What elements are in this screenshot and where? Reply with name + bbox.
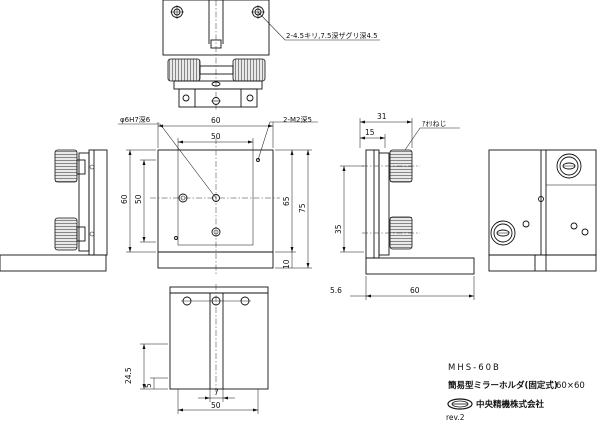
- bottom-view: 24.5 5 7 50: [124, 284, 269, 414]
- front-view: 60 50 60 50 65 75 10: [118, 115, 318, 275]
- tap-hole-upper: [256, 158, 260, 162]
- rear-plate-outline: [488, 149, 597, 256]
- counterbore-hole-left: [170, 5, 184, 19]
- dim-side-depth: 31: [377, 112, 387, 121]
- product-name: 簡易型ミラーホルダ(固定式): [448, 380, 558, 391]
- dim-front-total-height: 75: [298, 203, 307, 213]
- dim-front-inner-height: 50: [134, 194, 143, 204]
- dim-bottom-slot: 7: [214, 388, 219, 397]
- dim-front-plate-height: 65: [282, 196, 291, 206]
- title-block: MHS-60B 簡易型ミラーホルダ(固定式) 60×60 中央精機株式会社 re…: [446, 363, 585, 422]
- dim-front-base-height: 10: [282, 259, 291, 269]
- right-side-view: 31 15 35 60 5.6 ｱｵﾘねじ: [330, 112, 475, 300]
- front-plate-outline: [157, 149, 274, 269]
- tap-hole-lower: [174, 236, 178, 240]
- dim-side-screw-pitch: 35: [334, 224, 343, 234]
- top-view: 2-4.5キリ,7.5深ザグリ深4.5: [162, 0, 380, 110]
- mount-hole-bottom: [211, 227, 221, 237]
- revision: rev.2: [446, 413, 465, 422]
- company-logo: [447, 398, 473, 410]
- dim-front-width: 60: [211, 116, 221, 125]
- mount-hole-left: [178, 193, 188, 203]
- dim-bottom-edge: 5: [144, 383, 153, 388]
- bottom-outline: [169, 286, 269, 390]
- note-tap-holes: 2-M2深5: [283, 115, 312, 124]
- dim-front-height: 60: [120, 194, 129, 204]
- product-size: 60×60: [556, 381, 585, 391]
- dim-front-inner-width: 50: [211, 132, 221, 141]
- dim-bottom-offset: 24.5: [124, 367, 133, 384]
- rear-adjust-screw-upper: [556, 153, 582, 179]
- pin-hole: [212, 194, 220, 202]
- note-counterbore-holes: 2-4.5キリ,7.5深ザグリ深4.5: [286, 31, 378, 40]
- left-side-view: [0, 149, 108, 272]
- rear-base: [488, 254, 597, 272]
- dim-side-offset: 5.6: [330, 286, 342, 295]
- note-adjust-screw: ｱｵﾘねじ: [422, 120, 447, 128]
- rear-view: [488, 149, 597, 272]
- right-base: [365, 257, 475, 275]
- left-base: [0, 254, 107, 272]
- company-name: 中央精機株式会社: [476, 399, 545, 410]
- rear-adjust-screw-lower: [490, 220, 516, 246]
- dim-side-plate-depth: 15: [365, 128, 375, 137]
- dim-side-base-length: 60: [410, 286, 420, 295]
- model-number: MHS-60B: [448, 363, 501, 373]
- note-pin-hole: φ6H7深6: [120, 115, 151, 124]
- dim-bottom-width: 50: [211, 401, 221, 410]
